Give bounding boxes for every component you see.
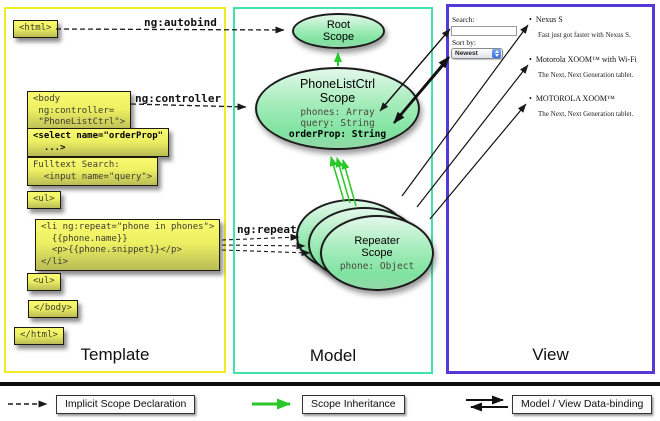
bullet-icon: • xyxy=(529,55,532,64)
bullet-icon: • xyxy=(529,94,532,103)
dropdown-stepper-icon xyxy=(492,49,501,58)
phone-list-item-snippet: Fast just got faster with Nexus S. xyxy=(538,31,631,39)
model-panel: Model xyxy=(233,7,433,374)
ng-repeat-label: ng:repeat xyxy=(237,223,297,236)
phone-list-item-title: •Nexus S xyxy=(529,15,563,24)
template-panel-title: Template xyxy=(80,345,150,364)
legend-binding-label: Model / View Data-binding xyxy=(512,395,653,414)
prop-orderprop: orderProp: String xyxy=(288,129,387,140)
code-box-li-repeat: <li ng:repeat="phone in phones"> {{phone… xyxy=(35,219,221,271)
sort-dropdown[interactable]: Newest xyxy=(451,48,503,59)
sort-by-label: Sort by: xyxy=(452,38,476,47)
repeater-scope-ellipse-front: Repeater Scope phone: Object xyxy=(320,215,434,291)
legend-separator xyxy=(0,382,660,386)
search-input[interactable] xyxy=(451,26,517,36)
code-box-html-open: <html> xyxy=(13,20,58,38)
code-box-body-close: </body> xyxy=(28,300,78,318)
template-panel: Template xyxy=(4,7,226,373)
phone-list-item-snippet: The Next, Next Generation tablet. xyxy=(538,71,634,79)
phonelistctrl-scope-label: PhoneListCtrl Scope xyxy=(299,77,376,105)
code-box-select: <select name="orderProp" ...> xyxy=(27,128,170,157)
legend-inheritance-label: Scope Inheritance xyxy=(302,395,405,414)
sort-dropdown-value: Newest xyxy=(455,50,478,57)
legend-implicit-label: Implicit Scope Declaration xyxy=(56,395,196,414)
phone-list-item-title: •MOTOROLA XOOM™ xyxy=(529,94,615,103)
code-box-ul-close: <ul> xyxy=(27,273,61,291)
search-label: Search: xyxy=(452,15,475,24)
repeater-scope-label: Repeater Scope xyxy=(354,234,400,259)
bullet-icon: • xyxy=(529,15,532,24)
ng-autobind-label: ng:autobind xyxy=(144,16,217,29)
code-box-body-open: <body ng:controller= "PhoneListCtrl"> xyxy=(27,91,132,132)
ng-controller-label: ng:controller xyxy=(135,92,222,105)
phone-list-item-snippet: The Next, Next Generation tablet. xyxy=(538,110,634,118)
code-box-fulltext-search: Fulltext Search: <input name="query"> xyxy=(27,157,159,186)
code-box-ul-open: <ul> xyxy=(27,191,61,209)
prop-phones: phones: Array xyxy=(300,107,375,118)
prop-phone: phone: Object xyxy=(339,260,415,272)
code-box-html-close: </html> xyxy=(14,327,64,345)
phone-list-item-title: •Motorola XOOM™ with Wi-Fi xyxy=(529,55,637,64)
root-scope-ellipse: Root Scope xyxy=(292,13,385,49)
root-scope-label: Root Scope xyxy=(322,19,355,43)
prop-query: query: String xyxy=(300,118,375,129)
model-panel-title: Model xyxy=(309,346,357,365)
phonelistctrl-scope-ellipse: PhoneListCtrl Scope phones: Array query:… xyxy=(255,67,420,150)
phonelistctrl-scope-props: phones: Array query: String orderProp: S… xyxy=(289,107,386,140)
view-panel-title: View xyxy=(532,345,569,364)
